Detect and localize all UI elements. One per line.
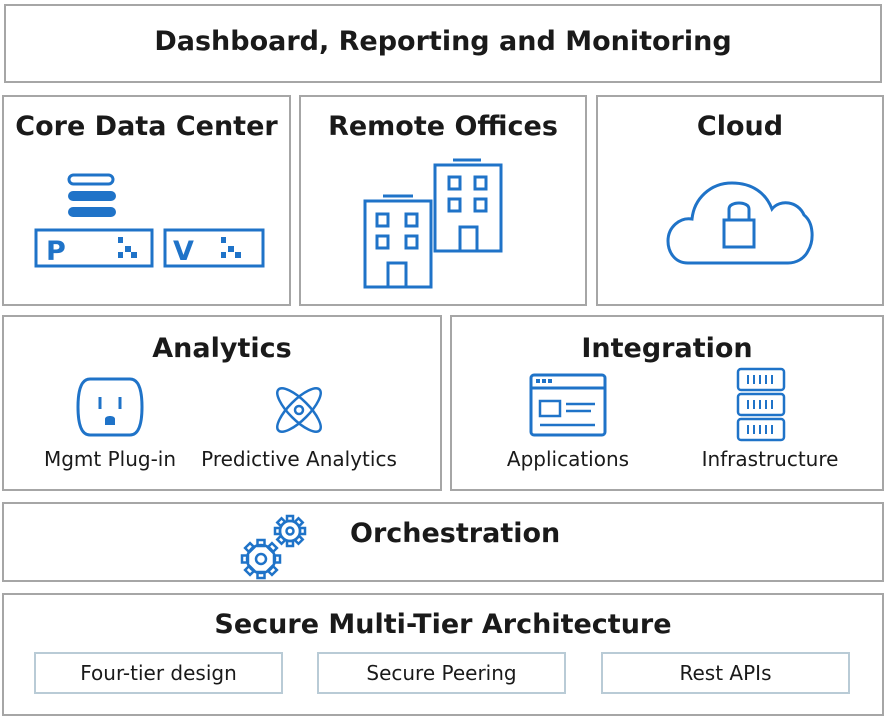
secure-architecture-box: Secure Multi-Tier Architecture Four-tier…	[2, 593, 884, 716]
predictive-analytics-label: Predictive Analytics	[201, 447, 397, 471]
mgmt-plugin-label: Mgmt Plug-in	[43, 447, 177, 471]
server-rack-icon	[736, 367, 786, 442]
feature-secure-peering: Secure Peering	[317, 652, 566, 694]
dashboard-box: Dashboard, Reporting and Monitoring	[4, 4, 882, 83]
remote-offices-box: Remote Offices	[299, 95, 587, 306]
server-stack-icon	[67, 173, 116, 217]
dashboard-title: Dashboard, Reporting and Monitoring	[154, 26, 732, 57]
infrastructure-label: Infrastructure	[701, 447, 839, 471]
cloud-box: Cloud	[596, 95, 884, 306]
office-buildings-icon	[363, 158, 503, 289]
orchestration-title: Orchestration	[350, 518, 561, 549]
applications-label: Applications	[506, 447, 630, 471]
orchestration-box: Orchestration	[2, 502, 884, 582]
cloud-lock-icon	[666, 181, 814, 265]
secure-architecture-title: Secure Multi-Tier Architecture	[214, 609, 672, 640]
integration-title: Integration	[581, 333, 753, 364]
virtual-server-letter: V	[173, 236, 194, 267]
virtual-server-icon: V	[163, 228, 265, 268]
feature-four-tier-design: Four-tier design	[34, 652, 283, 694]
remote-offices-title: Remote Offices	[328, 111, 558, 142]
power-outlet-icon	[76, 377, 144, 437]
feature-rest-apis: Rest APIs	[601, 652, 850, 694]
cloud-title: Cloud	[696, 111, 784, 142]
physical-server-icon: P	[34, 228, 154, 268]
integration-box: Integration Applications Infrastructure	[450, 315, 884, 491]
browser-window-icon	[529, 373, 607, 437]
analytics-box: Analytics Mgmt Plug-in Predictive Analyt…	[2, 315, 442, 491]
atom-icon	[276, 387, 322, 433]
physical-server-letter: P	[46, 236, 66, 267]
core-data-center-box: Core Data Center P V	[2, 95, 291, 306]
gears-icon	[240, 514, 307, 580]
core-data-center-title: Core Data Center	[15, 111, 278, 142]
analytics-title: Analytics	[152, 333, 292, 364]
